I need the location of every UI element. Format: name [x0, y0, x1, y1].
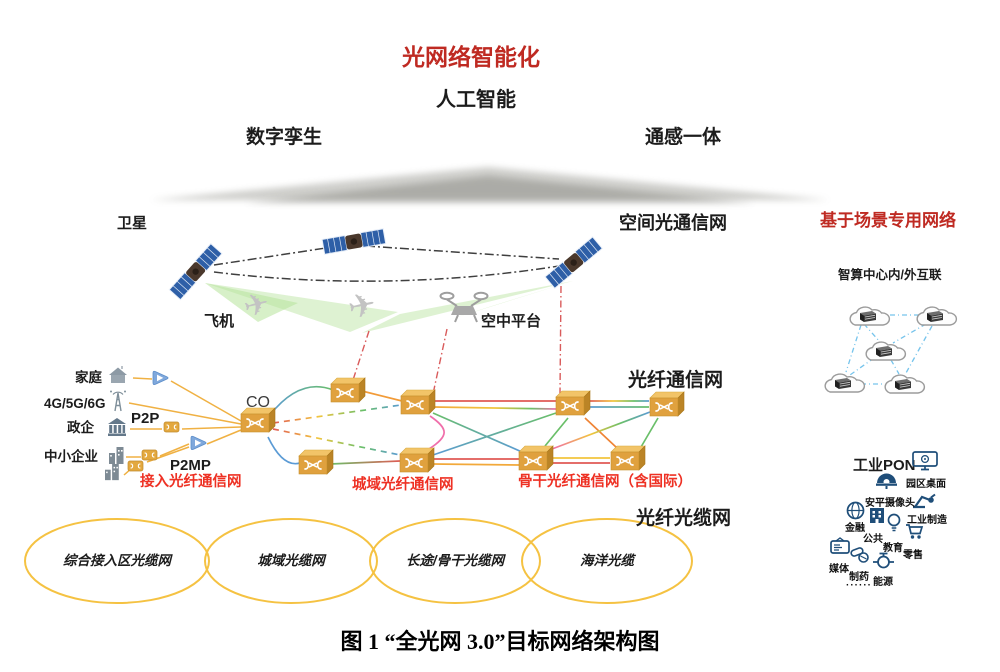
sky-ground-links	[352, 285, 562, 395]
smb-buildings-icon	[109, 447, 124, 464]
optical-switch-icon	[399, 447, 435, 473]
space-optical-network-label: 空间光通信网	[619, 213, 727, 233]
optical-switch-icon	[400, 389, 436, 415]
desktop-icon	[912, 451, 938, 471]
access-icons	[105, 366, 207, 481]
ai-label: 人工智能	[436, 89, 516, 111]
robot-arm-icon	[913, 493, 936, 509]
datacenter-cloud-icon	[824, 373, 866, 393]
sensing-comm-label: 通感一体	[645, 127, 722, 148]
satellite-links	[213, 245, 560, 282]
satellite-label: 卫星	[117, 215, 148, 232]
cloud-links	[845, 314, 933, 385]
satellite-icon	[544, 236, 603, 289]
figure-caption: 图 1 “全光网 3.0”目标网络架构图	[340, 629, 660, 654]
splitter-icon	[152, 370, 169, 386]
access-network-label: 接入光纤通信网	[140, 474, 242, 490]
mobile-label: 4G/5G/6G	[44, 396, 106, 411]
industry-label: 教育	[883, 543, 903, 554]
fiber-cable-network-label: 光纤光缆网	[636, 508, 732, 529]
cable-ellipse	[204, 518, 378, 604]
camera-icon	[876, 473, 897, 489]
industry-label: 媒体	[829, 564, 849, 575]
dc-interconnect-label: 智算中心内/外互联	[838, 268, 942, 282]
industry-label: 安平摄像头	[865, 498, 915, 509]
globe-icon	[846, 501, 865, 520]
government-label: 政企	[67, 420, 94, 435]
aerial-platform-icon	[439, 291, 489, 323]
industrial-pon-label: 工业PON	[853, 457, 916, 474]
industry-label: 工业制造	[907, 515, 947, 526]
aerial-platform-label: 空中平台	[481, 313, 542, 330]
optical-switch-icon	[518, 445, 554, 471]
gray-swoosh-shape	[150, 167, 830, 203]
mini-switch-icon	[163, 421, 180, 433]
optical-switch-icon	[330, 377, 366, 403]
digital-twin-label: 数字孪生	[246, 127, 323, 148]
cable-segment-label: 综合接入区光缆网	[63, 553, 171, 568]
house-icon	[109, 366, 127, 383]
industry-label: 能源	[873, 577, 893, 588]
page-title: 光网络智能化	[402, 44, 540, 70]
mini-switch-icon	[127, 460, 144, 472]
backbone-network-label: 骨干光纤通信网（含国际）	[518, 474, 692, 490]
cable-ellipse	[521, 518, 693, 604]
industry-label: 园区桌面	[906, 479, 946, 490]
smb-label: 中小企业	[44, 449, 98, 464]
optical-switch-icon	[649, 391, 685, 417]
datacenter-clouds	[824, 306, 958, 394]
mini-switch-icon	[141, 449, 158, 461]
scene-network-title: 基于场景专用网络	[820, 211, 956, 230]
cable-ellipse	[369, 518, 541, 604]
splitter-icon	[190, 435, 207, 451]
datacenter-cloud-icon	[865, 341, 907, 361]
metro-network-label: 城域光纤通信网	[352, 477, 454, 493]
shopping-cart-icon	[906, 524, 924, 539]
cable-segment-label: 长途/骨干光缆网	[405, 553, 505, 568]
public-building-icon	[870, 508, 884, 523]
government-building-icon	[108, 418, 126, 436]
fiber-comm-network-label: 光纤通信网	[628, 370, 724, 391]
p2mp-label: P2MP	[170, 457, 211, 474]
backbone-mesh-lines	[544, 400, 659, 464]
p2p-label: P2P	[131, 410, 160, 427]
metro-ring-lines	[267, 385, 445, 465]
industry-label: 金融	[845, 523, 865, 534]
aircraft-label: 飞机	[204, 313, 235, 330]
industry-more-dots: ······	[846, 580, 872, 591]
cell-tower-icon	[110, 390, 126, 412]
home-label: 家庭	[75, 370, 102, 385]
optical-switch-icon	[298, 449, 334, 475]
optical-switch-icon	[555, 390, 591, 416]
cable-ellipse	[24, 518, 210, 604]
industry-label: 零售	[903, 550, 923, 561]
cable-segment-label: 海洋光缆	[580, 553, 634, 568]
cable-ellipses	[24, 518, 693, 604]
lightbulb-icon	[887, 513, 901, 532]
optical-switch-icon	[610, 445, 646, 471]
datacenter-cloud-icon	[916, 306, 958, 326]
co-label: CO	[246, 394, 270, 411]
pills-icon	[850, 547, 869, 563]
valve-icon	[873, 552, 894, 569]
metro-backbone-lines	[432, 400, 557, 466]
tv-live-icon	[830, 537, 850, 554]
datacenter-cloud-icon	[884, 374, 926, 394]
satellite-icon	[321, 228, 387, 255]
cable-segment-label: 城域光缆网	[257, 553, 325, 568]
smb-buildings-icon	[105, 464, 119, 481]
datacenter-cloud-icon	[849, 306, 891, 326]
industry-label: 公共	[863, 534, 883, 545]
industry-label: 制药	[849, 572, 869, 583]
